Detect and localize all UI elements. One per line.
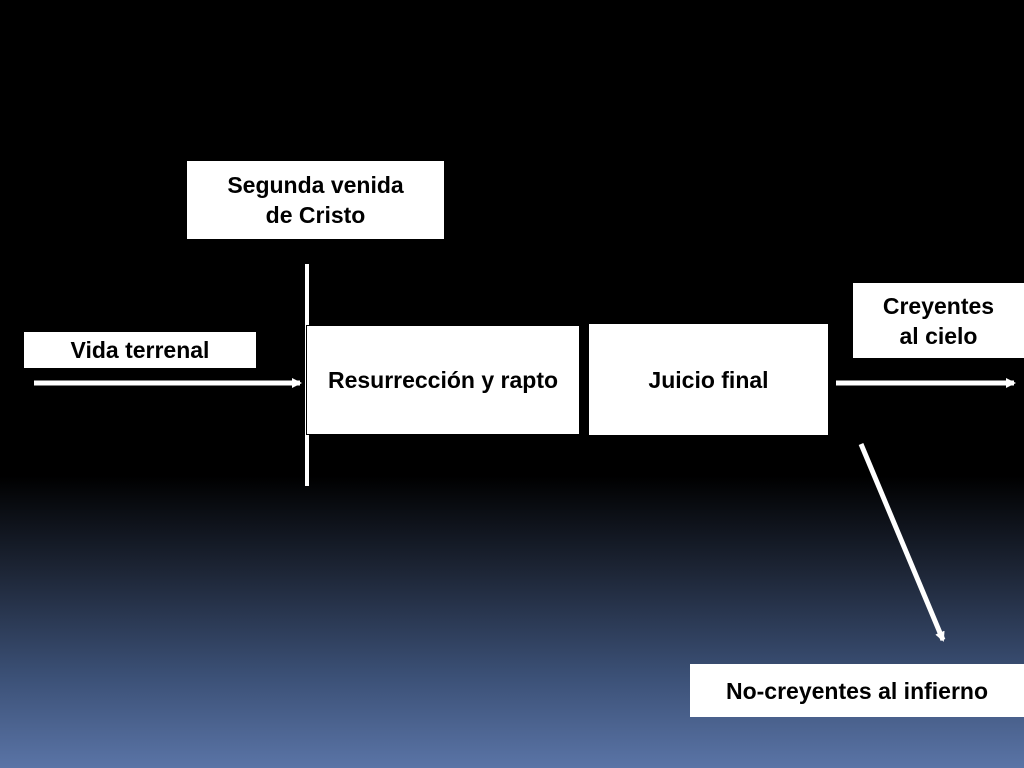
no-creyentes-box: No-creyentes al infierno bbox=[690, 664, 1024, 717]
vida-terrenal-box: Vida terrenal bbox=[24, 332, 256, 368]
juicio-final-label: Juicio final bbox=[648, 366, 769, 393]
no-creyentes-label: No-creyentes al infierno bbox=[725, 677, 989, 704]
juicio-final-box: Juicio final bbox=[588, 323, 829, 436]
segunda-venida-label: Segunda venida de Cristo bbox=[227, 172, 404, 228]
resurreccion-label: Resurrección y rapto bbox=[327, 367, 559, 393]
vida-terrenal-label: Vida terrenal bbox=[70, 337, 210, 363]
arrow-to-no-creyentes bbox=[858, 443, 946, 642]
creyentes-label: Creyentes al cielo bbox=[882, 292, 995, 349]
creyentes-box: Creyentes al cielo bbox=[853, 283, 1024, 358]
segunda-venida-box: Segunda venida de Cristo bbox=[187, 161, 444, 239]
resurreccion-box: Resurrección y rapto bbox=[306, 325, 580, 435]
